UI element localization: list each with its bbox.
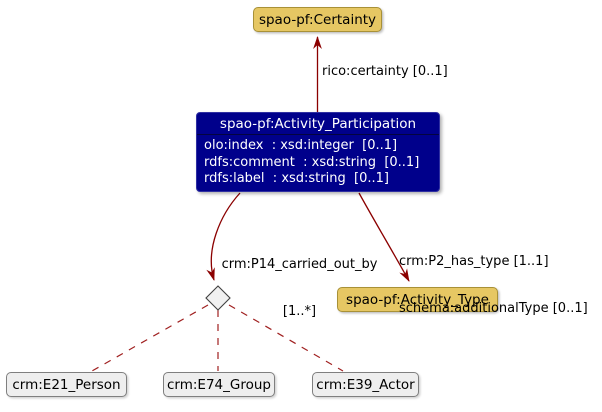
edge-label-p14: crm:P14_carried_out_by [1..*]: [218, 226, 381, 350]
edge-p14-carried-out-by: [206, 192, 241, 281]
edge-label-p14-cardinality: [1..*]: [282, 303, 317, 319]
node-activity-type: spao-pf:Activity_Type: [337, 287, 498, 312]
node-activity-type-label: spao-pf:Activity_Type: [346, 291, 489, 308]
node-e21-person-label: crm:E21_Person: [12, 376, 121, 393]
aggregation-diamond: [205, 285, 231, 311]
attribute-row: rdfs:comment : xsd:string [0..1]: [204, 154, 420, 170]
node-e39-actor-label: crm:E39_Actor: [316, 376, 415, 393]
node-activity-participation: spao-pf:Activity_Participation olo:index…: [196, 112, 440, 192]
node-e21-person: crm:E21_Person: [6, 372, 127, 397]
edge-label-rico-certainty: rico:certainty [0..1]: [322, 64, 448, 79]
edge-p2-has-type: [358, 192, 410, 282]
node-certainty-label: spao-pf:Certainty: [258, 11, 377, 28]
edge-dashed-person: [91, 304, 209, 372]
edge-label-p14-property: crm:P14_carried_out_by: [221, 257, 378, 272]
attribute-row: rdfs:label : xsd:string [0..1]: [204, 171, 389, 186]
edge-label-p2-line1: crm:P2_has_type [1..1]: [399, 254, 549, 269]
attribute-row: olo:index : xsd:integer [0..1]: [204, 138, 398, 153]
edge-label-p2-line2: schema:additionalType [0..1]: [399, 300, 588, 316]
node-e74-group-label: crm:E74_Group: [167, 376, 271, 393]
node-certainty: spao-pf:Certainty: [253, 7, 382, 32]
edge-label-p2: crm:P2_has_type [1..1] schema:additional…: [399, 223, 588, 347]
node-activity-participation-attributes: olo:index : xsd:integer [0..1] rdfs:comm…: [197, 135, 439, 188]
node-e74-group: crm:E74_Group: [163, 372, 275, 397]
node-e39-actor: crm:E39_Actor: [312, 372, 419, 397]
node-activity-participation-title: spao-pf:Activity_Participation: [197, 113, 439, 135]
